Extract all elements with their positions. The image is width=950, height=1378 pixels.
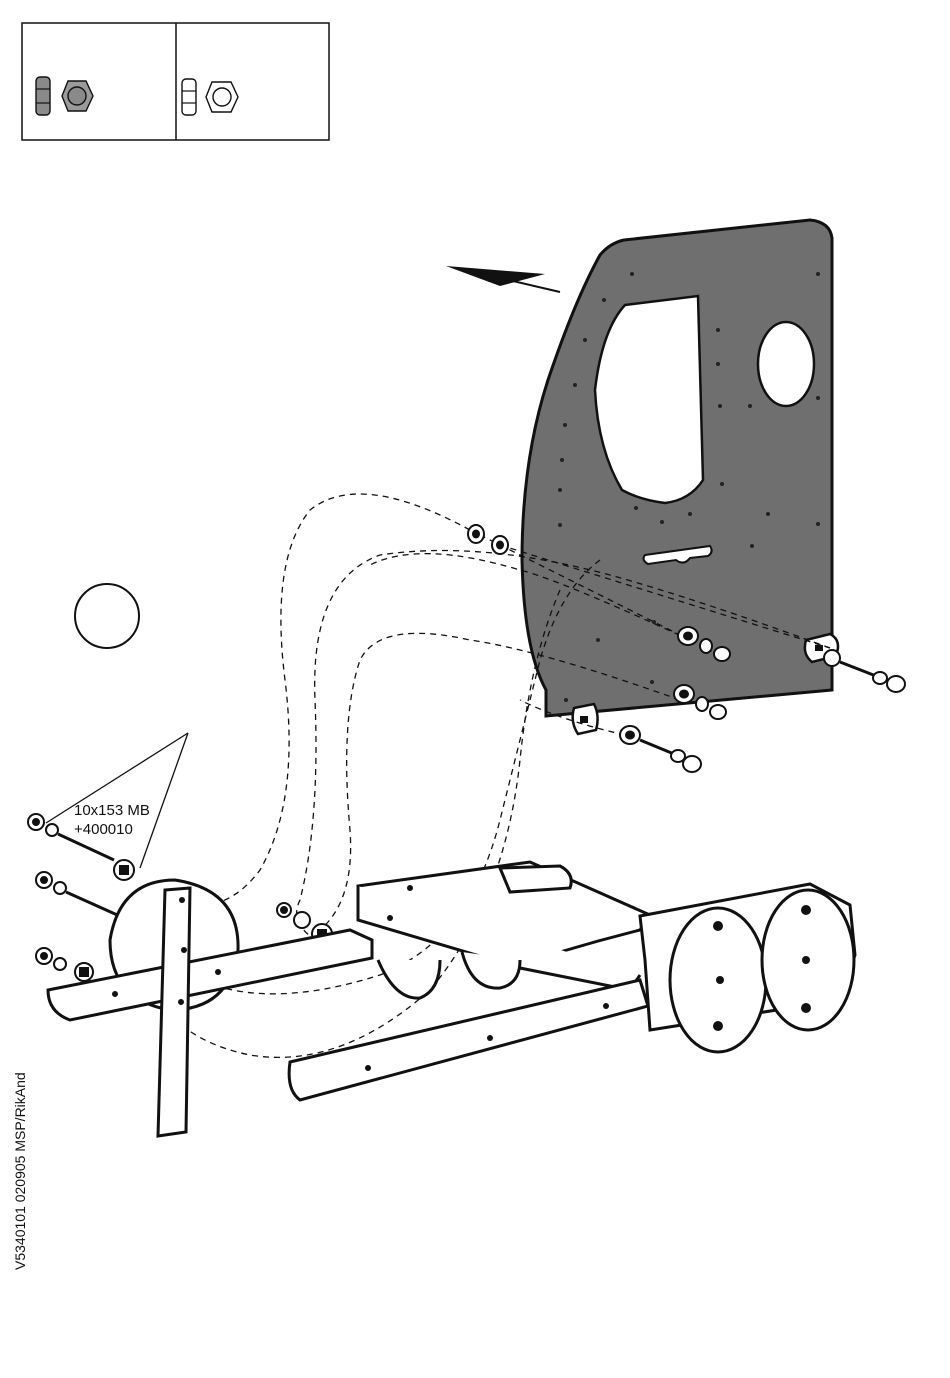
- side-panel: [522, 220, 832, 716]
- upright-post: [158, 888, 190, 1136]
- rail-right: [289, 980, 648, 1100]
- hardware-legend: [22, 23, 329, 140]
- part-number-label: +400010: [74, 820, 150, 839]
- deck-bracket: [500, 866, 571, 892]
- bolt-callout-label: 10x153 MB +400010: [74, 801, 150, 839]
- direction-arrow: [446, 266, 560, 292]
- bolt-size-label: 10x153 MB: [74, 801, 150, 820]
- deck-support-left: [378, 960, 440, 998]
- callout-circle: [75, 584, 139, 648]
- panel-bracket-left: [573, 704, 598, 734]
- chassis: [48, 862, 855, 1136]
- panel-porthole: [758, 322, 814, 406]
- document-code: V5340101 020905 MSP/RikAnd: [12, 1072, 28, 1270]
